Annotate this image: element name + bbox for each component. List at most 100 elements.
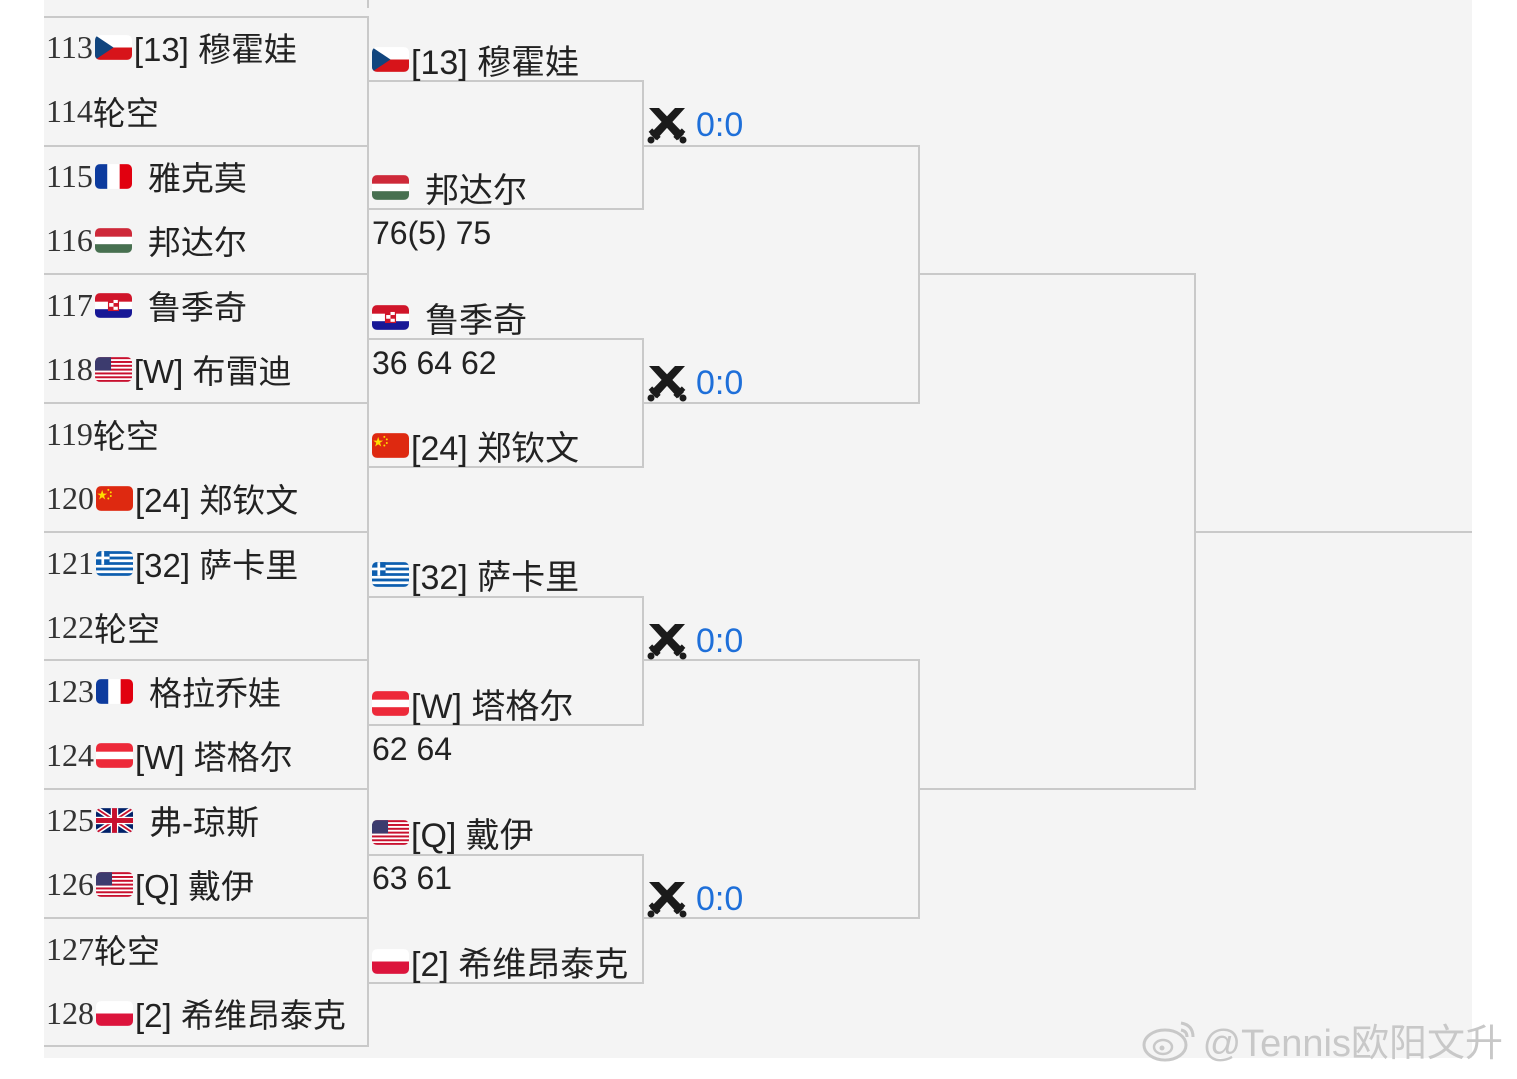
austria-flag-icon [372, 690, 409, 716]
draw-position-number: 123 [46, 672, 94, 709]
player-name: [32] 萨卡里 [135, 547, 299, 584]
player-name: 格拉乔娃 [149, 675, 281, 712]
bye-label: 轮空 [92, 95, 159, 132]
player-name: 邦达尔 [425, 171, 527, 210]
draw-position-row[interactable]: 113 [13] 穆霍娃 [46, 16, 368, 78]
weibo-logo-icon [1142, 1021, 1195, 1061]
china-flag-icon [96, 485, 133, 511]
crossed-swords-icon [646, 622, 688, 660]
poland-flag-icon [372, 948, 409, 974]
bye-label: 轮空 [92, 418, 159, 455]
draw-position-row[interactable]: 125 弗-琼斯 [46, 789, 368, 851]
draw-position-number: 116 [46, 221, 93, 258]
france-flag-icon [96, 678, 133, 704]
match-score-link[interactable]: 0:0 [696, 621, 744, 660]
player-name: [2] 希维昂泰克 [411, 945, 629, 984]
player-name: [W] 塔格尔 [135, 739, 293, 776]
player-name: [24] 郑钦文 [135, 482, 299, 519]
player-name: 弗-琼斯 [149, 804, 259, 841]
draw-position-number: 114 [46, 92, 93, 129]
round2-player[interactable]: 邦达尔 [372, 163, 527, 211]
draw-position-number: 118 [46, 350, 93, 387]
croatia-flag-icon [94, 292, 132, 318]
crossed-swords-icon [646, 364, 688, 402]
round2-player[interactable]: [Q] 戴伊 [372, 808, 534, 856]
player-name: 鲁季奇 [147, 289, 247, 326]
draw-position-row[interactable]: 115 雅克莫 [46, 145, 368, 207]
greece-flag-icon [372, 561, 409, 587]
pending-match[interactable]: 0:0 [646, 619, 743, 663]
match-score: 36 64 62 [372, 345, 497, 381]
china-flag-icon [372, 432, 409, 458]
draw-position-row[interactable]: 123 格拉乔娃 [46, 660, 368, 722]
france-flag-icon [94, 163, 132, 189]
player-name: [Q] 戴伊 [411, 816, 534, 855]
bye-label: 轮空 [94, 611, 160, 648]
draw-position-number: 127 [46, 930, 94, 967]
draw-position-number: 122 [46, 608, 94, 645]
player-name: [W] 塔格尔 [411, 687, 574, 726]
draw-position-row[interactable]: 117 鲁季奇 [46, 274, 368, 336]
draw-position-number: 128 [46, 994, 94, 1031]
round2-player[interactable]: [32] 萨卡里 [372, 550, 579, 598]
usa-flag-icon [94, 356, 132, 382]
draw-position-number: 113 [46, 28, 93, 65]
draw-position-number: 119 [46, 415, 93, 452]
draw-position-row[interactable]: 120 [24] 郑钦文 [46, 467, 368, 529]
draw-position-number: 121 [46, 544, 94, 581]
player-name: [2] 希维昂泰克 [135, 997, 346, 1034]
round2-player[interactable]: 鲁季奇 [372, 293, 527, 341]
draw-position-number: 124 [46, 736, 94, 773]
pending-match[interactable]: 0:0 [646, 103, 743, 147]
player-name: [32] 萨卡里 [411, 558, 580, 597]
draw-position-row[interactable]: 121 [32] 萨卡里 [46, 532, 368, 594]
crossed-swords-icon [646, 880, 688, 918]
draw-position-row[interactable]: 116 邦达尔 [46, 209, 368, 271]
czech-flag-icon [94, 34, 132, 60]
match-score-link[interactable]: 0:0 [696, 879, 744, 918]
watermark: @Tennis欧阳文升 [1141, 1012, 1503, 1067]
player-name: [13] 穆霍娃 [133, 31, 298, 68]
hungary-flag-icon [372, 174, 409, 200]
usa-flag-icon [372, 819, 409, 845]
player-name: [W] 布雷迪 [133, 353, 292, 390]
greece-flag-icon [96, 550, 133, 576]
draw-position-number: 125 [46, 801, 94, 838]
pending-match[interactable]: 0:0 [646, 877, 743, 921]
draw-panel [44, 0, 1472, 1058]
draw-position-number: 115 [46, 157, 93, 194]
round2-player[interactable]: [2] 希维昂泰克 [372, 937, 628, 985]
czech-flag-icon [372, 46, 409, 72]
draw-position-row[interactable]: 126[Q] 戴伊 [46, 853, 368, 915]
round2-player[interactable]: [24] 郑钦文 [372, 421, 579, 469]
player-name: 邦达尔 [147, 224, 247, 261]
draw-position-number: 120 [46, 479, 94, 516]
match-score: 62 64 [372, 731, 453, 767]
draw-position-row[interactable]: 118 [W] 布雷迪 [46, 338, 368, 400]
player-name: 雅克莫 [147, 160, 247, 197]
uk-flag-icon [96, 807, 133, 833]
match-score: 63 61 [372, 860, 453, 896]
round2-player[interactable]: [W] 塔格尔 [372, 679, 573, 727]
bye-label: 轮空 [94, 933, 160, 970]
draw-position-row[interactable]: 124 [W] 塔格尔 [46, 724, 368, 786]
player-name: [24] 郑钦文 [411, 429, 580, 468]
watermark-text: @Tennis欧阳文升 [1202, 1023, 1503, 1065]
draw-position-number: 117 [46, 286, 93, 323]
pending-match[interactable]: 0:0 [646, 361, 743, 405]
draw-position-number: 126 [46, 865, 94, 902]
player-name: 鲁季奇 [425, 301, 527, 340]
draw-position-row[interactable]: 128 [2] 希维昂泰克 [46, 982, 368, 1044]
crossed-swords-icon [646, 106, 688, 144]
round2-player[interactable]: [13] 穆霍娃 [372, 35, 579, 83]
match-score-link[interactable]: 0:0 [696, 363, 744, 402]
croatia-flag-icon [372, 304, 409, 330]
match-score: 76(5) 75 [372, 215, 492, 251]
match-score-link[interactable]: 0:0 [696, 105, 744, 144]
austria-flag-icon [96, 742, 133, 768]
